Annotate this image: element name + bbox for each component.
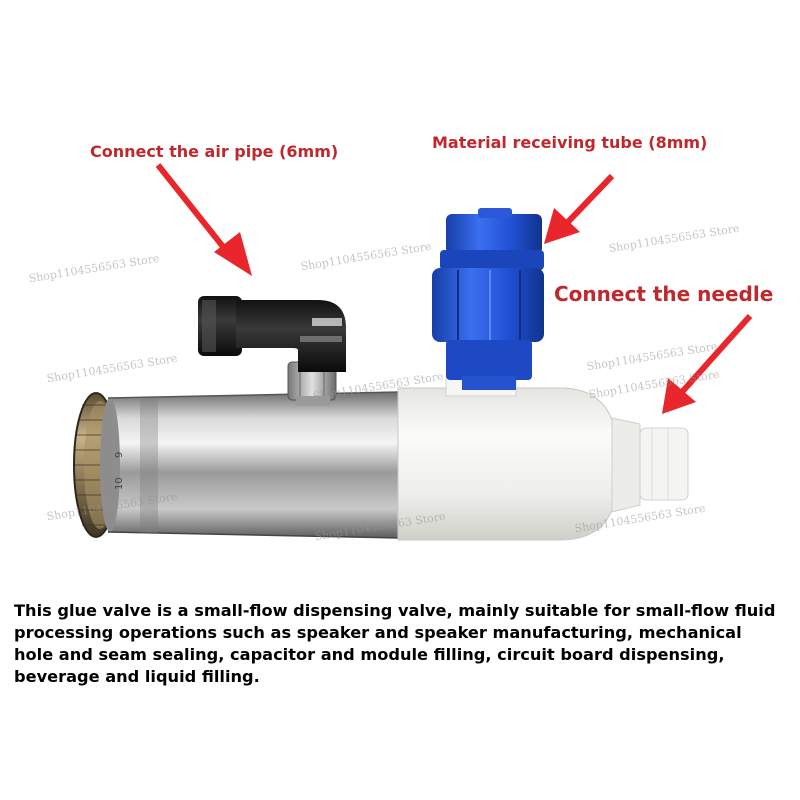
air-pipe-callout: Connect the air pipe (6mm) [90, 142, 339, 161]
air-pipe-elbow-connector [198, 296, 346, 372]
product-description: This glue valve is a small-flow dispensi… [14, 601, 776, 686]
glue-valve-illustration: 9 10 [73, 163, 753, 541]
arrow-needle-icon [662, 313, 753, 414]
arrow-air-pipe-icon [155, 163, 252, 276]
arrow-material-tube-icon [544, 173, 615, 244]
dial-number-9: 9 [114, 452, 125, 458]
product-photo: 9 10 [28, 133, 774, 543]
material-tube-callout: Material receiving tube (8mm) [432, 133, 708, 152]
blue-material-fitting [432, 208, 544, 390]
white-valve-body [397, 375, 689, 541]
needle-callout: Connect the needle [554, 282, 774, 306]
steel-cylinder [100, 391, 401, 539]
dial-number-10: 10 [114, 477, 125, 490]
